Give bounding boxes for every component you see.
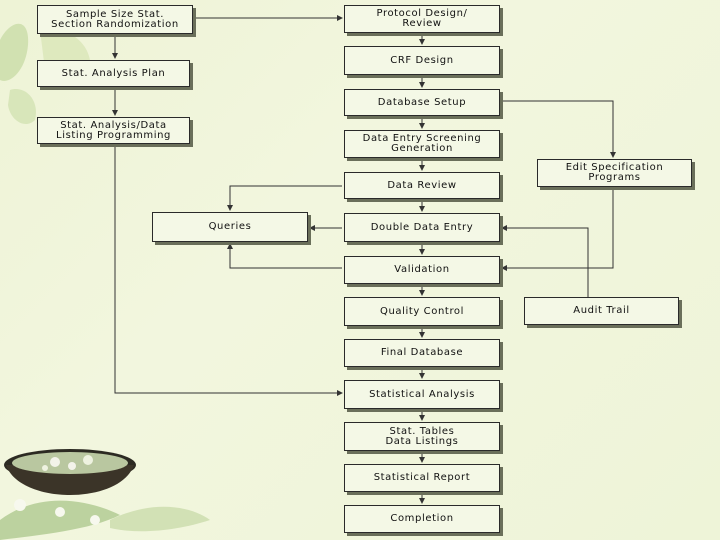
node-label: Database Setup <box>377 96 467 108</box>
node-label: Protocol Design/ Review <box>376 8 468 29</box>
node-label: Queries <box>208 221 252 232</box>
node-data-entry-screening: Data Entry Screening Generation <box>344 130 500 158</box>
node-label: Stat. Tables Data Listings <box>385 425 459 447</box>
node-label: Data Review <box>387 179 457 191</box>
node-label: Final Database <box>380 347 464 358</box>
leaf-bottom-left-icon <box>0 499 210 540</box>
node-stat-analysis-programming: Stat. Analysis/Data Listing Programming <box>37 117 190 144</box>
node-data-review: Data Review <box>344 172 500 199</box>
node-final-database: Final Database <box>344 339 500 367</box>
arrow-edit-spec-to-validation <box>501 187 614 271</box>
arrow-validation-to-queries <box>227 243 342 269</box>
node-label: Validation <box>394 264 450 275</box>
node-double-data-entry: Double Data Entry <box>344 213 500 242</box>
node-label: Statistical Report <box>373 472 471 483</box>
node-stat-tables: Stat. Tables Data Listings <box>344 422 500 451</box>
node-label: CRF Design <box>390 54 454 66</box>
node-label: Statistical Analysis <box>369 388 475 400</box>
node-database-setup: Database Setup <box>344 89 500 116</box>
node-sample-size: Sample Size Stat. Section Randomization <box>37 5 193 34</box>
node-statistical-report: Statistical Report <box>344 464 500 492</box>
node-label: Edit Specification Programs <box>565 162 664 183</box>
node-label: Audit Trail <box>573 305 630 316</box>
node-validation: Validation <box>344 256 500 284</box>
node-completion: Completion <box>344 505 500 533</box>
arrow-database-to-edit-spec <box>500 100 616 158</box>
node-label: Stat. Analysis/Data Listing Programming <box>56 119 171 141</box>
node-label: Sample Size Stat. Section Randomization <box>51 8 179 30</box>
node-quality-control: Quality Control <box>344 297 500 326</box>
node-protocol-design: Protocol Design/ Review <box>344 5 500 33</box>
node-audit-trail: Audit Trail <box>524 297 679 325</box>
node-stat-analysis-plan: Stat. Analysis Plan <box>37 60 190 87</box>
arrow-review-to-queries <box>227 185 342 211</box>
node-queries: Queries <box>152 212 308 242</box>
arrow-audit-to-double-entry <box>501 225 589 297</box>
node-crf-design: CRF Design <box>344 46 500 75</box>
node-label: Data Entry Screening Generation <box>362 133 482 154</box>
node-label: Completion <box>390 513 454 524</box>
node-label: Stat. Analysis Plan <box>61 67 166 79</box>
node-edit-specification: Edit Specification Programs <box>537 159 692 187</box>
bowl-icon <box>4 449 136 495</box>
node-statistical-analysis: Statistical Analysis <box>344 380 500 409</box>
arrow-programming-to-analysis <box>114 143 343 396</box>
node-label: Double Data Entry <box>370 221 474 233</box>
node-label: Quality Control <box>379 305 465 317</box>
